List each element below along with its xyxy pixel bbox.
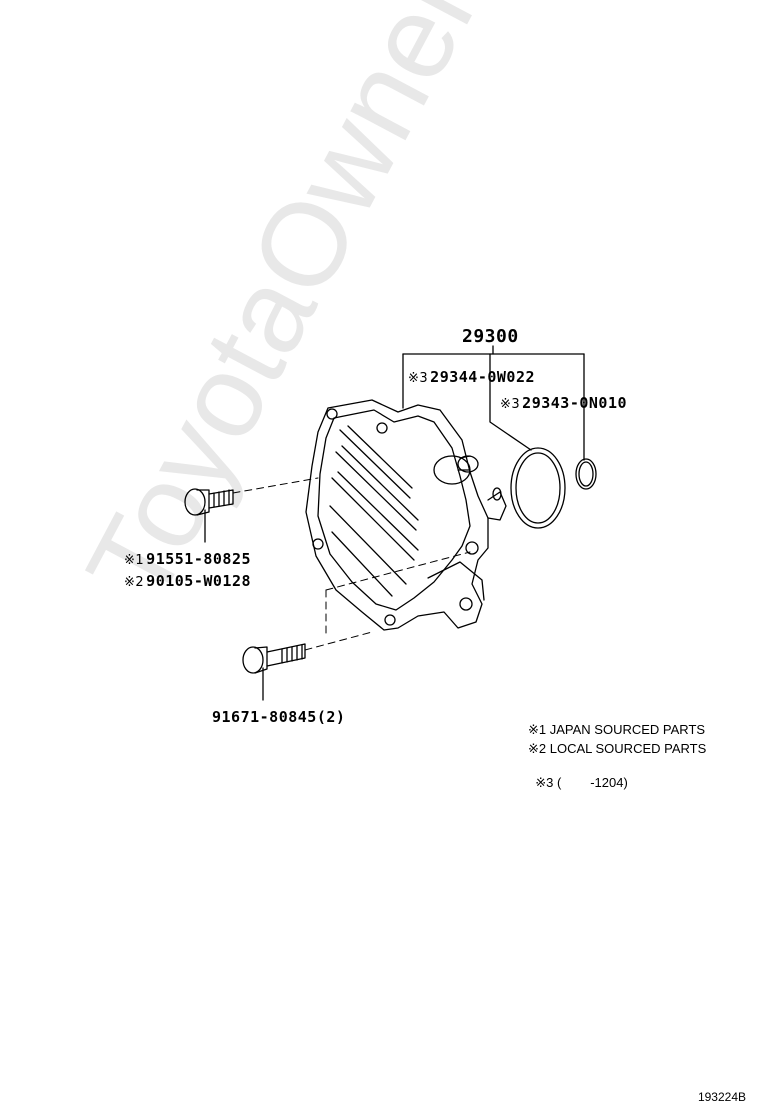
part-number: 91551-80825 xyxy=(146,550,252,568)
part-number: 90105-W0128 xyxy=(146,572,252,590)
bolt-upper xyxy=(184,488,234,516)
gasket-small xyxy=(575,458,597,490)
diagram-id: 193224B xyxy=(697,1090,746,1104)
dashed-guides xyxy=(232,477,471,651)
note-mark: ※1 xyxy=(528,722,547,737)
legend-note-3: ※3 ( -1204) xyxy=(528,760,628,791)
note-text: LOCAL SOURCED PARTS xyxy=(549,741,707,756)
vacuum-pump xyxy=(305,399,507,631)
part-number: 29343-0N010 xyxy=(522,394,628,412)
note-text: ( -1204) xyxy=(556,775,628,790)
legend-note-2: ※2 LOCAL SOURCED PARTS xyxy=(528,741,706,757)
part-label-29300: 29300 xyxy=(462,326,519,347)
bolt-lower xyxy=(242,643,306,674)
mark-2: ※2 xyxy=(124,575,145,590)
part-label-bolt-b: 91671-80845(2) xyxy=(212,708,346,726)
mark-3: ※3 xyxy=(408,371,429,386)
legend-note-1: ※1 JAPAN SOURCED PARTS xyxy=(528,722,705,738)
note-mark: ※3 xyxy=(535,775,554,790)
mark-3: ※3 xyxy=(500,397,521,412)
mark-1: ※1 xyxy=(124,553,145,568)
note-mark: ※2 xyxy=(528,741,547,756)
gasket-large xyxy=(510,447,566,529)
part-number: 29344-0W022 xyxy=(430,368,536,386)
leader-lines xyxy=(204,345,585,701)
note-text: JAPAN SOURCED PARTS xyxy=(549,722,706,737)
